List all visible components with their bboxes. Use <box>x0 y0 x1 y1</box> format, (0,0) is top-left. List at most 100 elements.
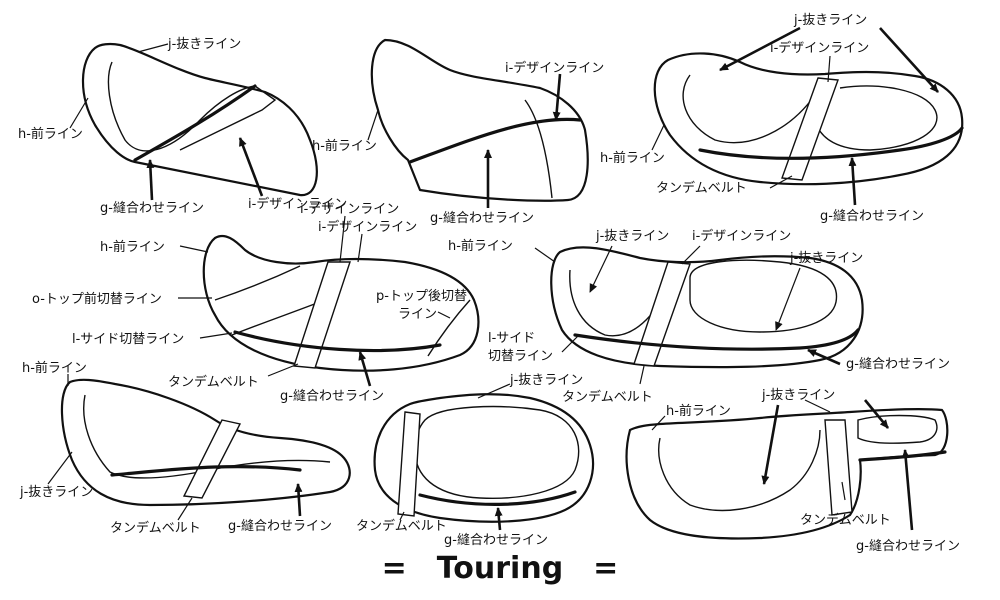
seat-1-label-i: i-デザインライン <box>248 196 347 212</box>
seat-6-label-j: j-抜きライン <box>19 484 93 500</box>
seat-4-leader-i-1 <box>339 215 346 263</box>
seat-4-o-line <box>214 265 301 301</box>
seat-7-leader-tandem <box>399 511 405 521</box>
seat-3-leader-g <box>848 157 857 206</box>
seat-2-label-h: h-前ライン <box>312 138 377 154</box>
seat-6-g-seam <box>110 465 302 477</box>
seat-8-label-g: g-縫合わせライン <box>856 539 960 554</box>
seat-7-label-g: g-縫合わせライン <box>444 533 548 548</box>
seat-5-label-l-2: 切替ライン <box>488 349 553 364</box>
seat-8-leader-tandem <box>841 481 846 501</box>
seat-5-label-j-front: j-抜きライン <box>595 228 669 244</box>
seat-7-outline <box>373 393 594 523</box>
seat-4-label-p-2: ライン <box>398 307 437 322</box>
seat-5-outline <box>550 246 864 369</box>
seat-4-label-o: o-トップ前切替ライン <box>32 291 162 307</box>
seat-1-design-line <box>179 85 277 151</box>
seat-1-leader-h <box>69 97 89 129</box>
seat-5-label-l-1: l-サイド <box>488 331 535 346</box>
seat-4-leader-h <box>179 245 209 253</box>
seat-4-leader-p <box>437 311 451 319</box>
seat-6-leader-tandem <box>177 497 193 521</box>
seat-8-outline <box>625 408 949 540</box>
seat-5-label-j-rear: j-抜きライン <box>789 250 863 266</box>
seat-2-label-i: i-デザインライン <box>505 60 604 76</box>
seat-8-leader-j-rear <box>863 399 890 429</box>
seat-4-leader-l <box>199 332 233 339</box>
seat-8-leader-j <box>804 399 831 413</box>
seat-5-leader-i <box>681 245 701 265</box>
seat-3-leader-j-left <box>719 26 801 72</box>
seat-4-p-line <box>427 299 471 357</box>
seat-8-label-j: j-抜きライン <box>761 387 835 403</box>
seat-8-leader-g <box>901 449 914 531</box>
seat-4-g-seam <box>233 330 442 353</box>
seat-8 <box>625 408 949 540</box>
seat-6-tandem-belt <box>182 419 242 499</box>
seat-3-label-h: h-前ライン <box>600 150 665 166</box>
seat-5-rear-pad <box>689 259 838 333</box>
seat-3-label-j: j-抜きライン <box>793 12 867 28</box>
seat-5-label-tandem: タンデムベルト <box>562 389 653 405</box>
seat-3-j-line <box>682 74 816 144</box>
seat-8-tandem-belt <box>824 419 853 516</box>
seat-4-leader-g <box>358 351 372 387</box>
seat-7-tandem-belt <box>397 411 421 517</box>
seat-5-leader-h <box>534 247 556 263</box>
seat-5-label-g: g-縫合わせライン <box>846 357 950 372</box>
seat-6-j-line <box>83 394 331 479</box>
seat-2 <box>370 38 589 202</box>
seat-1-leader-g <box>146 159 155 201</box>
seat-4-label-h: h-前ライン <box>100 239 165 255</box>
seat-7-g-seam <box>418 490 577 506</box>
seat-3-label-i: i-デザインライン <box>770 40 869 56</box>
seat-3 <box>653 52 964 186</box>
seat-4-leader-tandem <box>267 363 299 377</box>
seat-3-g-seam <box>698 126 964 160</box>
seat-3-leader-h <box>651 124 665 151</box>
seat-8-leader-h <box>651 415 666 431</box>
seat-5-leader-j-rear <box>775 267 801 331</box>
seat-2-design-line <box>524 99 553 199</box>
seat-7 <box>373 393 594 523</box>
seat-2-outline <box>370 38 589 202</box>
seat-6-label-tandem: タンデムベルト <box>110 520 201 536</box>
seat-4-tandem-belt <box>293 261 351 369</box>
seat-5-leader-g <box>807 348 841 366</box>
seat-3-leader-j-right <box>879 27 939 93</box>
seat-5-g-seam <box>573 328 860 351</box>
seat-4 <box>202 234 480 372</box>
seat-3-j-line-rear <box>814 85 938 151</box>
seat-1-label-g: g-縫合わせライン <box>100 201 204 216</box>
seat-4-label-p-1: p-トップ後切替 <box>376 289 467 304</box>
seat-6-leader-j <box>47 451 73 485</box>
seat-4-label-tandem: タンデムベルト <box>168 374 259 390</box>
seat-3-label-g: g-縫合わせライン <box>820 209 924 224</box>
seat-2-g-seam <box>408 117 582 164</box>
seat-5-leader-j-front <box>589 245 613 293</box>
seat-5-leader-l <box>561 335 579 353</box>
seat-8-label-tandem: タンデムベルト <box>800 512 891 528</box>
seat-6-leader-g <box>294 483 303 517</box>
seat-5-label-h: h-前ライン <box>448 238 513 254</box>
seat-6 <box>60 378 351 507</box>
seat-4-label-l: l-サイド切替ライン <box>72 332 184 347</box>
page-title: = Touring = <box>382 551 619 586</box>
seat-1-leader-j <box>137 43 169 53</box>
seat-6-label-h: h-前ライン <box>22 360 87 376</box>
seat-5 <box>550 246 864 369</box>
seat-7-label-tandem: タンデムベルト <box>356 518 447 534</box>
seat-5-label-i: i-デザインライン <box>692 228 791 244</box>
seat-8-rear-pad <box>857 414 938 444</box>
seat-3-leader-tandem <box>769 175 793 189</box>
seat-4-label-g: g-縫合わせライン <box>280 389 384 404</box>
seat-4-outline <box>202 234 480 372</box>
seat-5-leader-tandem <box>639 365 645 385</box>
seat-7-label-j: j-抜きライン <box>509 372 583 388</box>
seat-7-leader-j <box>477 383 511 399</box>
seat-1 <box>81 42 318 197</box>
seat-3-label-tandem: タンデムベルト <box>656 180 747 196</box>
seat-4-label-i-2: i-デザインライン <box>318 219 417 235</box>
seat-4-leader-i-2 <box>357 233 363 263</box>
